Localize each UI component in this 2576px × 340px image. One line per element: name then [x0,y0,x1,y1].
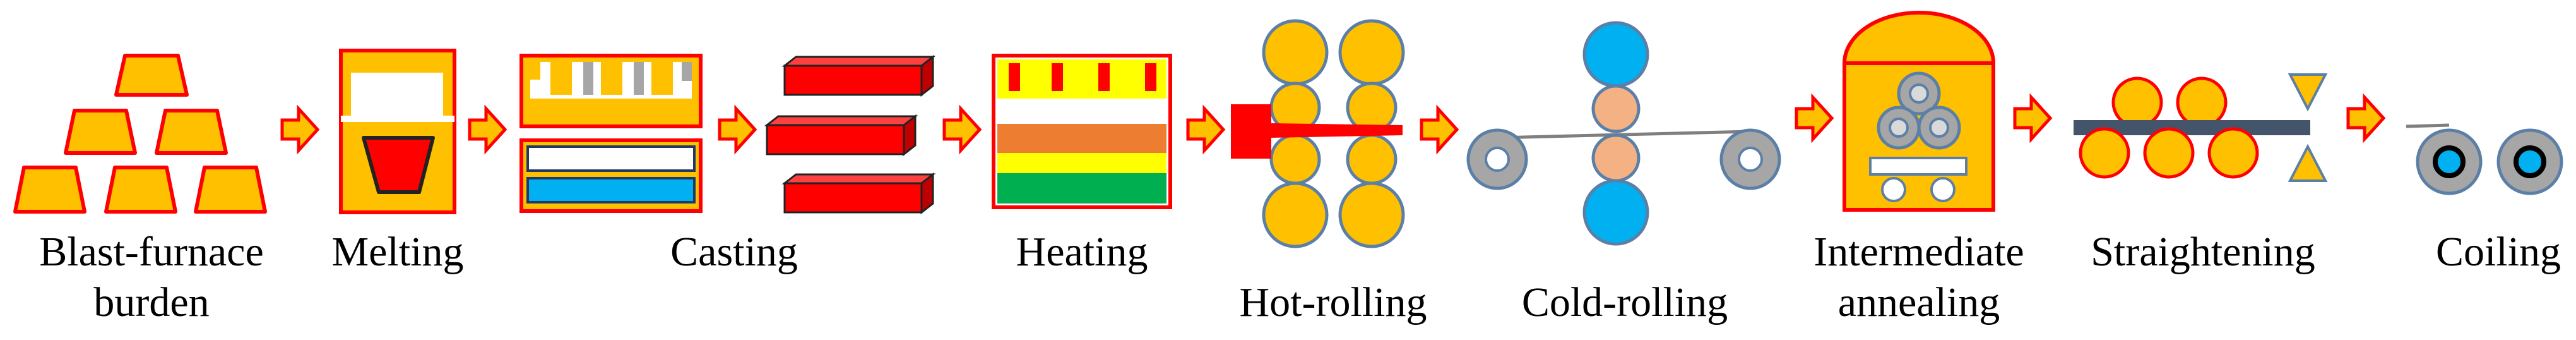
heating-furnace-graphic [992,54,1172,209]
casting-mould-graphic [519,54,703,213]
straightening-rolls-graphic [2074,73,2328,182]
stage-label-blast-furnace-burden: Blast-furnace [39,229,264,275]
ingot-icon [13,166,86,214]
molten-metal-icon [362,136,435,194]
stage-label-melting: Melting [332,229,464,275]
stage-label-casting: Casting [670,229,798,275]
flow-arrow-icon [942,104,982,155]
flow-arrow-icon [718,104,757,155]
cast-slabs-graphic [764,54,936,215]
ingot-icon [104,166,177,214]
stage-label-coiling: Coiling [2436,229,2561,275]
ingot-icon [194,166,267,214]
flow-arrow-icon [1420,104,1459,155]
burden-ingots-graphic [13,54,267,214]
flow-arrow-icon [468,104,507,155]
stage-label-heating: Heating [1016,229,1148,275]
ingot-icon [114,54,189,97]
stage-label-hot-rolling: Hot-rolling [1240,279,1427,325]
flow-arrow-icon [1795,93,1834,143]
stage-label-cold-rolling: Cold-rolling [1522,279,1728,325]
ingot-icon [155,109,228,155]
flow-arrow-icon [2013,93,2053,143]
stage-label-blast-furnace-burden-line2: burden [93,279,209,325]
cold-rolling-mill-graphic [1466,21,1781,246]
melting-crucible-graphic [339,49,456,214]
stage-label-intermediate-annealing-line2: annealing [1838,279,2000,325]
flow-arrow-icon [1186,104,1226,155]
guide-triangle-icon [2288,143,2328,182]
hot-strip-graphic [1231,104,1403,159]
ingot-icon [64,109,137,155]
stage-label-intermediate-annealing: Intermediate [1813,229,2024,275]
flow-arrow-icon [2346,93,2386,143]
annealing-furnace-graphic [1843,11,1995,212]
flow-arrow-icon [280,104,320,155]
guide-triangle-icon [2288,73,2328,112]
coiling-reels-graphic [2406,123,2563,195]
stage-label-straightening: Straightening [2091,229,2315,275]
